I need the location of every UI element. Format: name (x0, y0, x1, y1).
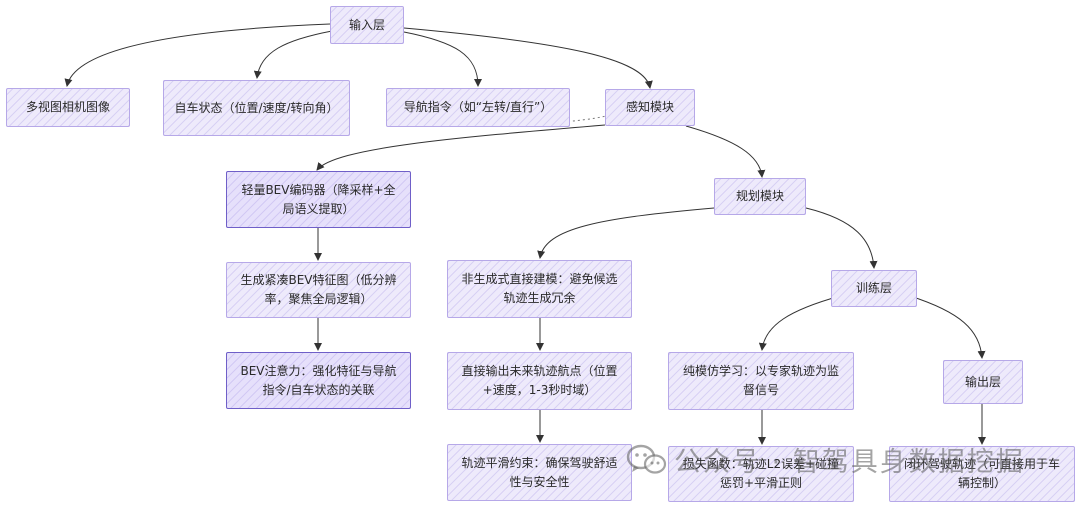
node-smoothing: 轨迹平滑约束：确保驾驶舒适性与安全性 (447, 444, 632, 501)
edge-training-to-imitation (758, 295, 841, 351)
node-output-layer: 输出层 (943, 360, 1023, 404)
node-nav-command: 导航指令（如“左转/直行”） (386, 88, 570, 127)
node-multi-camera: 多视图相机图像 (6, 88, 130, 127)
edge-perception-to-planning (685, 125, 766, 178)
node-bev-attention: BEV注意力：强化特征与导航指令/自车状态的关联 (226, 352, 411, 409)
watermark: 公众号 · 智驾具身数据挖掘 (626, 440, 1025, 479)
node-input-layer: 输入层 (330, 6, 404, 44)
edge-input-to-nav (403, 31, 482, 87)
node-loss: 损失函数：轨迹L2误差+碰撞惩罚+平滑正则 (668, 446, 854, 502)
edge-training-to-output (909, 295, 986, 359)
node-direct-output: 直接输出未来轨迹航点（位置+速度，1-3秒时域） (447, 352, 632, 410)
edge-planning-to-nongen (537, 207, 715, 259)
node-planning: 规划模块 (714, 178, 806, 215)
node-bev-feature: 生成紧凑BEV特征图（低分辨率，聚焦全局逻辑） (226, 262, 411, 318)
node-ego-state: 自车状态（位置/速度/转向角） (163, 80, 350, 136)
watermark-text: 公众号 · 智驾具身数据挖掘 (674, 447, 1025, 478)
node-imitation: 纯模仿学习：以专家轨迹为监督信号 (668, 352, 854, 410)
edge-input-to-perception (403, 27, 653, 89)
edge-planning-to-training (805, 207, 878, 269)
node-perception: 感知模块 (605, 89, 695, 126)
node-closed-loop: 闭环驾驶轨迹（可直接用于车辆控制） (889, 446, 1075, 502)
node-training-layer: 训练层 (831, 270, 917, 307)
node-bev-encoder: 轻量BEV编码器（降采样+全局语义提取） (226, 171, 411, 228)
wechat-icon (626, 443, 668, 477)
node-non-generative: 非生成式直接建模：避免候选轨迹生成冗余 (447, 260, 632, 318)
edge-input-to-ego (253, 30, 333, 79)
edge-perception-to-encoder (316, 124, 606, 171)
edge-input-to-camera (64, 23, 331, 87)
